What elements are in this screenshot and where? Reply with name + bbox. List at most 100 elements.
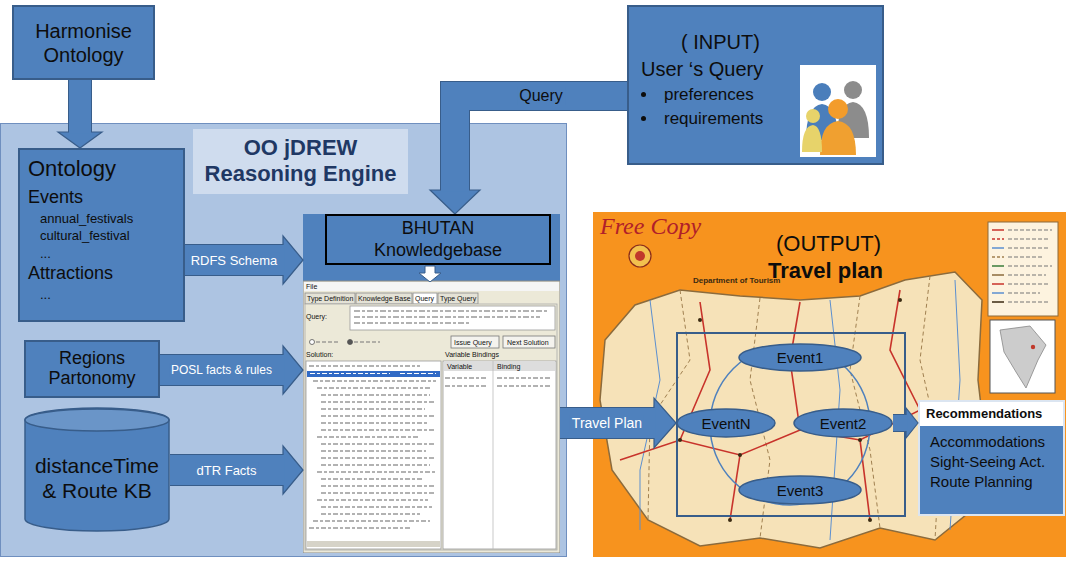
drawing-line: [321, 464, 430, 465]
free-label: Type Definition: [307, 295, 353, 302]
cylinder-body: [25, 408, 169, 531]
block-arrow: [160, 346, 303, 394]
node-heading: Event2: [820, 415, 867, 432]
drawing-circle: [898, 298, 902, 302]
drawing-circle: [348, 340, 353, 345]
drawing-line: [321, 485, 434, 486]
event-oval: Event3: [738, 475, 862, 505]
drawing-g: [303, 214, 560, 553]
arrow-label: dTR Facts: [195, 463, 259, 478]
free-label: File: [306, 283, 317, 290]
oval-shape: [677, 409, 775, 437]
drawing-g: [640, 280, 960, 540]
block-arrow: [170, 446, 303, 494]
drawing-path: [820, 121, 856, 155]
node-heading: Harmonise Ontology: [22, 19, 145, 67]
free-label: Solution:: [306, 351, 333, 358]
drawing-line: [321, 492, 436, 493]
drawing-circle: [635, 251, 645, 261]
event-oval: Event1: [738, 343, 862, 372]
node-text: cultural_festival: [40, 227, 175, 245]
free-label: Query:: [306, 313, 327, 320]
drawing-circle: [844, 81, 862, 99]
drawing-rect: [677, 333, 905, 516]
free-label: Next Solution: [507, 339, 549, 346]
drawing-line: [317, 387, 432, 388]
block-arrow: [185, 236, 303, 284]
drawing-line: [313, 380, 436, 381]
arrow-head: [906, 408, 918, 438]
arrow-body: [893, 415, 908, 431]
drawing-line: [400, 373, 436, 374]
arrow-body: [160, 355, 285, 385]
drawing-g: [678, 298, 922, 522]
arrow-outline: [455, 96, 627, 190]
drawing-line: [992, 247, 1004, 249]
drawing-circle: [868, 518, 872, 522]
drawing-rect: [451, 336, 499, 348]
drawing-rect: [307, 371, 440, 377]
node-heading: Event1: [777, 349, 824, 366]
node-heading: distanceTime & Route KB: [30, 453, 164, 503]
drawing-rect: [444, 361, 555, 371]
arrow-outline: [170, 454, 283, 486]
event-oval: EventN: [676, 408, 776, 438]
drawing-line: [321, 415, 434, 416]
drawing-line: [321, 401, 436, 402]
drawing-rect: [356, 293, 412, 304]
drawing-line: [317, 436, 420, 437]
drawing-line: [354, 341, 380, 342]
drawing-line: [321, 394, 430, 395]
drawing-line: [317, 471, 436, 472]
arrow-label: Travel Plan: [570, 415, 644, 431]
knowledgebase-box: BHUTAN Knowledgebase: [303, 214, 560, 553]
drawing-line: [310, 373, 390, 374]
drawing-rect: [503, 336, 555, 348]
node-text: Route Planning: [930, 472, 1063, 492]
drawing-circle: [1031, 345, 1035, 349]
drawing-rect: [800, 65, 876, 157]
drawing-g: [992, 230, 1004, 302]
node-heading: Ontology: [28, 156, 175, 182]
drawing-circle: [678, 438, 682, 442]
arrow-body: [69, 80, 91, 134]
drawing-rect: [303, 281, 560, 553]
drawing-line: [992, 274, 1004, 276]
drawing-line: [1008, 283, 1050, 284]
drawing-line: [321, 429, 436, 430]
free-label: Variable: [447, 363, 472, 370]
free-label: Free Copy: [600, 214, 701, 238]
free-label: Variable Bindings: [445, 351, 499, 358]
drawing-line: [493, 361, 494, 549]
drawing-circle: [728, 518, 732, 522]
oval-shape: [794, 409, 892, 437]
arrow-head: [430, 190, 480, 214]
drawing-line: [321, 478, 424, 479]
drawing-circle: [806, 109, 820, 123]
drawing-rect: [988, 222, 1058, 316]
drawing-path: [802, 125, 822, 152]
node-text: requirements: [641, 107, 872, 131]
node-heading: (OUTPUT): [776, 230, 1066, 258]
drawing-rect: [413, 293, 437, 304]
drawing-line: [992, 283, 1004, 285]
drawing-line: [1008, 247, 1050, 248]
drawing-line: [992, 256, 1004, 258]
free-label: Query: [415, 295, 434, 302]
drawing-rect: [350, 306, 555, 330]
process-box: Regions Partonomy: [24, 340, 160, 398]
node-text: Events: [28, 186, 175, 209]
ontology-box: OntologyEventsannual_festivalscultural_f…: [18, 148, 185, 322]
drawing-line: [321, 443, 436, 444]
drawing-line: [354, 316, 540, 317]
drawing-rect: [438, 293, 478, 304]
input-box: ( INPUT)User ‘s Querypreferencesrequirem…: [627, 5, 884, 165]
free-label: Binding: [497, 363, 520, 370]
drawing-line: [354, 310, 548, 311]
drawing-g: [354, 311, 548, 323]
drawing-line: [316, 341, 340, 342]
arrow-outline: [893, 414, 906, 432]
event-oval: Event2: [793, 408, 893, 438]
node-text: Accommodations: [930, 432, 1063, 452]
